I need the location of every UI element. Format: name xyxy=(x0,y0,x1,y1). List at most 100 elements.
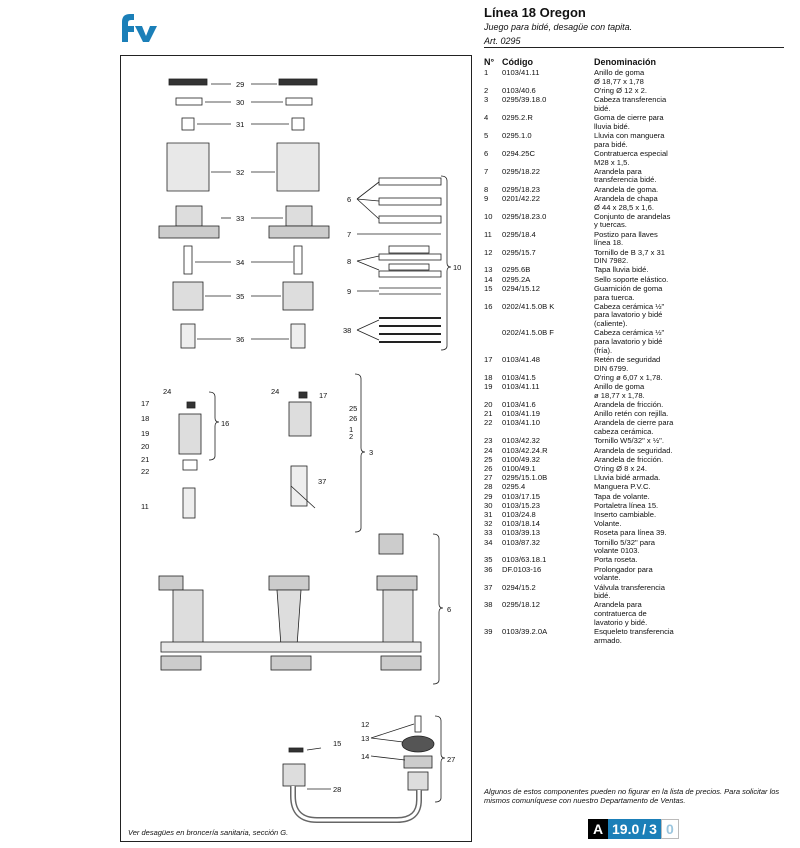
price-list-note: Algunos de estos componentes pueden no f… xyxy=(484,787,780,805)
row-number: 14 xyxy=(484,274,493,284)
part-label-7: 7 xyxy=(347,230,351,239)
washer-stack xyxy=(378,175,452,351)
row-number: 21 xyxy=(484,409,493,419)
part-label-6: 6 xyxy=(347,195,351,204)
row-code: 0295/15.1.0B xyxy=(502,473,548,483)
row-name: Arandela de seguridad. xyxy=(594,445,673,455)
article-number: Art. 0295 xyxy=(484,36,521,46)
row-code: 0103/42.24.R xyxy=(502,445,548,455)
row-code: 0103/41.6 xyxy=(502,400,536,410)
row-code: 0103/24.8 xyxy=(502,509,536,519)
row-code: 0295.1.0 xyxy=(502,130,532,140)
row-number: 22 xyxy=(484,418,493,428)
section-letter: A xyxy=(588,819,608,839)
row-code: 0294/15.2 xyxy=(502,582,536,592)
row-code: 0100/49.32 xyxy=(502,454,541,464)
page-main: 19.0 xyxy=(612,821,640,837)
row-name: Inserto cambiable. xyxy=(594,509,657,519)
row-name: Portaletra línea 15. xyxy=(594,500,659,510)
brand-logo xyxy=(122,14,157,42)
row-name: Anillo de goma ø 18,77 x 1,78. xyxy=(594,382,645,400)
row-number: 1 xyxy=(484,68,489,77)
assembled-valve xyxy=(158,533,444,685)
row-number: 24 xyxy=(484,445,493,455)
part-label-33: 33 xyxy=(236,214,244,223)
diagram-svg: 29 30 31 32 33 34 35 36 6 7 8 9 10 38 24… xyxy=(141,78,461,823)
row-name: Retén de seguridad DIN 6799. xyxy=(594,355,661,373)
row-name: Cabeza cerámica ½" para lavatorio y bidé… xyxy=(594,301,665,329)
row-name: Lluvia bidé armada. xyxy=(594,473,661,483)
leader-lines xyxy=(195,83,415,790)
part-label-25: 25 xyxy=(349,404,357,413)
part-label-9: 9 xyxy=(347,287,351,296)
table-row: 21 0103/41.19 Anillo retén con rejilla. xyxy=(484,410,784,419)
row-number: 9 xyxy=(484,193,489,203)
table-row: 16 0202/41.5.0B K Cabeza cerámica ½" para … xyxy=(484,301,784,329)
row-code: 0295.4 xyxy=(502,482,526,492)
row-number: 37 xyxy=(484,582,493,592)
row-number: 38 xyxy=(484,600,493,610)
diagram-footnote: Ver desagües en broncería sanitaria, sec… xyxy=(128,828,289,837)
row-name: Tornillo 5/32" para volante 0103. xyxy=(594,537,655,556)
part-label-6b: 6 xyxy=(447,605,451,614)
row-number: 33 xyxy=(484,528,493,538)
row-code: 0202/41.5.0B K xyxy=(502,301,555,311)
row-number: 19 xyxy=(484,382,493,392)
part-label-34: 34 xyxy=(236,258,244,267)
page-sub: 3 xyxy=(649,821,657,837)
row-code: 0295/18.23 xyxy=(502,184,541,194)
row-number: 36 xyxy=(484,564,493,574)
row-number: 5 xyxy=(484,130,489,140)
part-label-35: 35 xyxy=(236,292,244,301)
spray-assembly xyxy=(282,715,446,823)
header-divider xyxy=(484,47,784,48)
row-name: Arandela para transferencia bidé. xyxy=(594,166,657,185)
col-header-number: N° xyxy=(484,57,495,67)
part-label-27: 27 xyxy=(447,755,455,764)
row-number: 11 xyxy=(484,229,492,239)
row-code: 0295/18.23.0 xyxy=(502,211,547,221)
row-name: Anillo retén con rejilla. xyxy=(594,409,669,419)
page-badge: A 19.0 / 3 0 xyxy=(588,819,679,839)
row-code: 0294/15.12 xyxy=(502,283,541,293)
row-number: 3 xyxy=(484,95,489,105)
row-number: 39 xyxy=(484,627,493,637)
part-label-28: 28 xyxy=(333,785,341,794)
row-number: 2 xyxy=(484,85,489,95)
row-name: Arandela de fricción. xyxy=(594,400,664,410)
row-code: 0295.2A xyxy=(502,274,531,284)
diagram-labels: 29 30 31 32 33 34 35 36 6 7 8 9 10 38 24… xyxy=(141,80,461,794)
row-code: 0103/41.19 xyxy=(502,409,541,419)
row-code: 0295.6B xyxy=(502,265,531,275)
row-number: 4 xyxy=(484,113,489,123)
row-code: 0103/41.5 xyxy=(502,372,536,382)
row-code: 0294.25C xyxy=(502,148,535,158)
row-code: 0103/41.11 xyxy=(502,382,540,392)
row-code: 0103/18.14 xyxy=(502,519,541,529)
row-number: 16 xyxy=(484,301,493,311)
part-label-29: 29 xyxy=(236,80,244,89)
part-label-16: 16 xyxy=(221,419,229,428)
part-label-11: 11 xyxy=(141,502,149,511)
row-number: 23 xyxy=(484,436,493,446)
part-label-8: 8 xyxy=(347,257,351,266)
row-name: Tornillo de B 3,7 x 31 DIN 7982. xyxy=(594,247,665,266)
row-name: Volante. xyxy=(594,519,622,529)
